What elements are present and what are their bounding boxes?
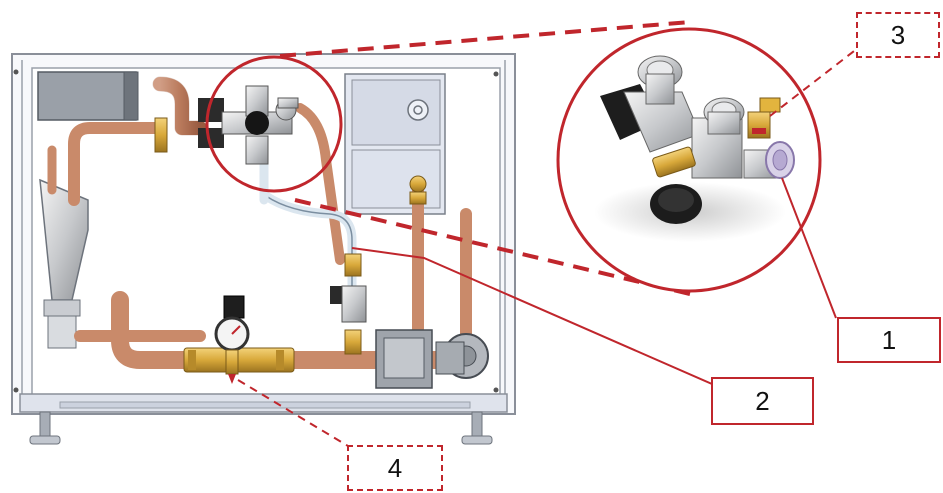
support-feet: [29, 411, 493, 445]
callout-1-label: 1: [881, 324, 897, 355]
magnified-view: [556, 27, 822, 293]
pressure-gauge: [214, 295, 250, 384]
callout-3: 3: [856, 12, 940, 58]
callout-2-label: 2: [755, 385, 770, 416]
electrical-box: [37, 71, 139, 121]
callout-2: 2: [711, 377, 814, 425]
leader-line-1: [781, 177, 837, 319]
highlight-circle: [205, 55, 343, 193]
expansion-vessel: [39, 178, 89, 349]
leader-line-3: [769, 47, 859, 117]
circulation-pump: [375, 329, 489, 389]
leader-line-2: [351, 247, 713, 385]
callout-4-label: 4: [387, 452, 403, 483]
leader-lines: [237, 47, 859, 447]
magnification-guide-lines: [279, 20, 691, 296]
leader-line-4: [237, 379, 349, 447]
callout-3-label: 3: [890, 19, 906, 50]
callout-1: 1: [837, 317, 941, 363]
callout-4: 4: [347, 445, 443, 491]
copper-pipework: [47, 76, 472, 369]
check-valve: [330, 285, 367, 323]
storage-tank: [344, 73, 446, 215]
